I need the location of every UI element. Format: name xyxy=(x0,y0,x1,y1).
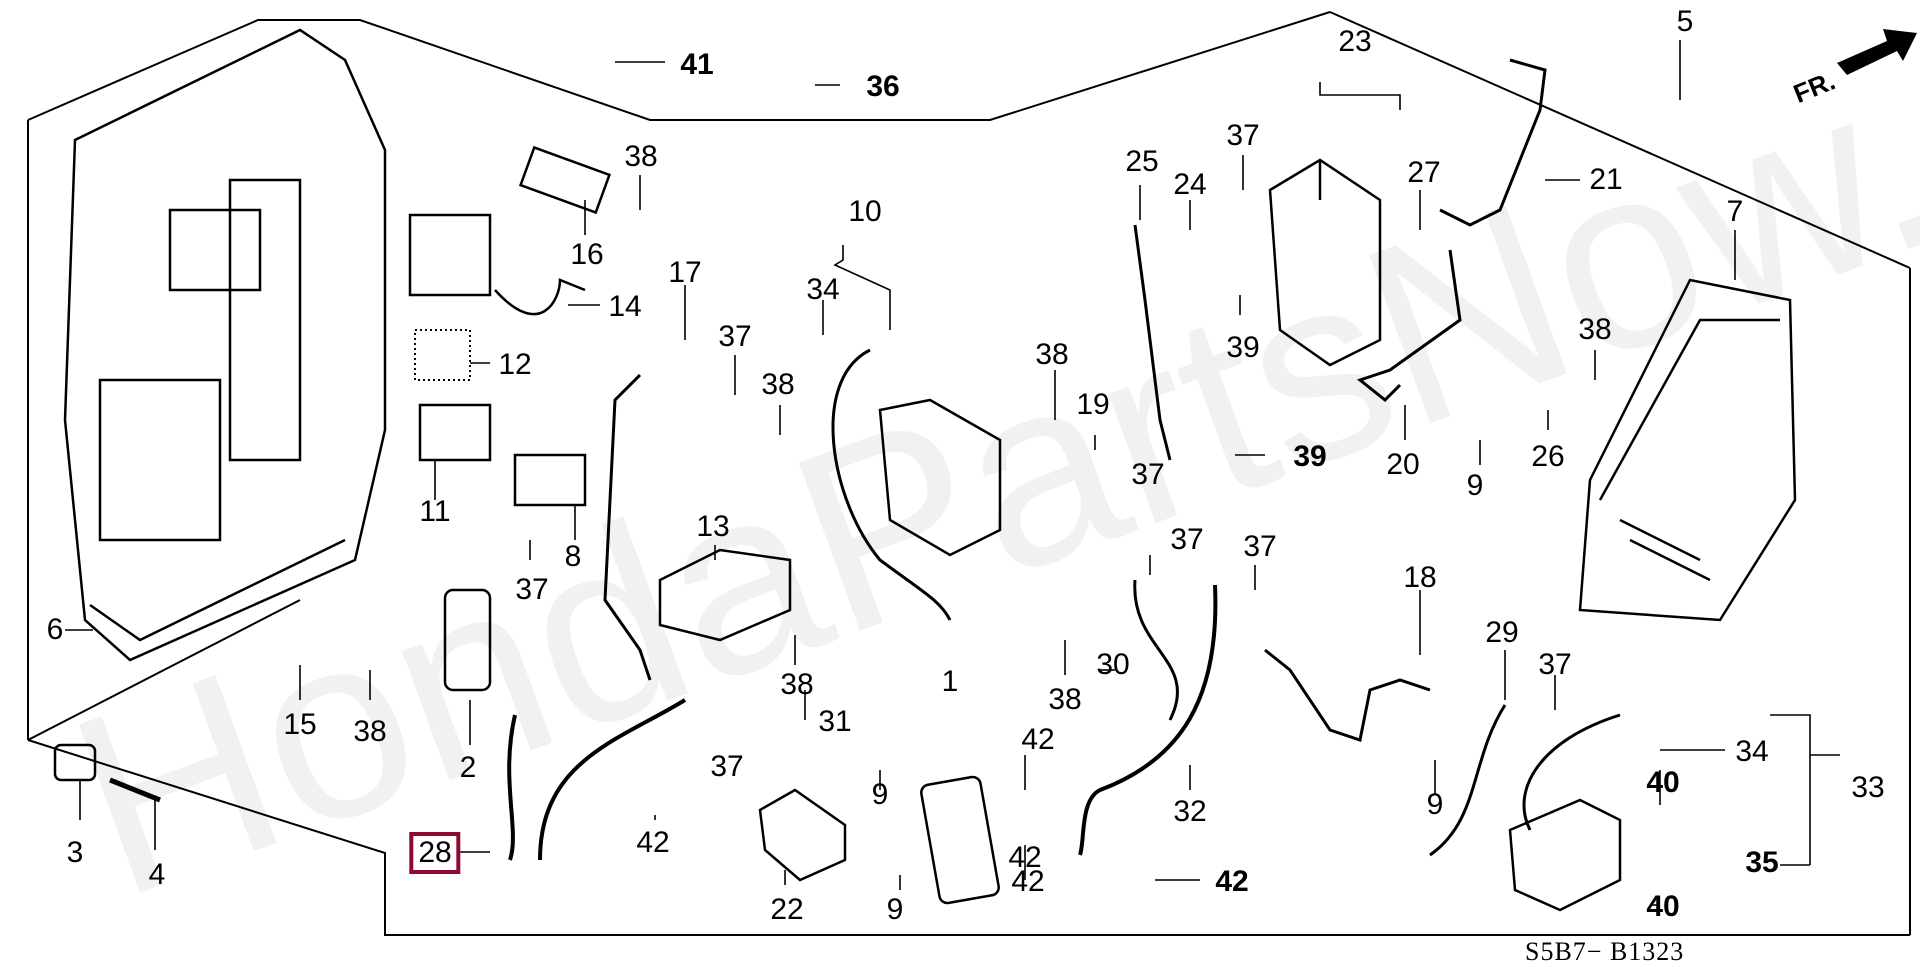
callout-39[interactable]: 39 xyxy=(1226,331,1260,364)
callout-38[interactable]: 38 xyxy=(1035,338,1069,371)
callout-37[interactable]: 37 xyxy=(1131,458,1165,491)
clip-22 xyxy=(758,788,847,882)
callout-30[interactable]: 30 xyxy=(1096,648,1130,681)
relay-8 xyxy=(513,453,587,507)
callout-33[interactable]: 33 xyxy=(1851,771,1885,804)
wire-33 xyxy=(1522,713,1621,831)
bolt-4 xyxy=(109,777,161,803)
callout-9[interactable]: 9 xyxy=(871,778,889,811)
unit-10 xyxy=(878,398,1002,557)
callout-10[interactable]: 10 xyxy=(848,195,882,228)
callout-42[interactable]: 42 xyxy=(1008,841,1042,874)
callout-38[interactable]: 38 xyxy=(624,140,658,173)
fuse-box-body xyxy=(63,28,387,662)
callout-38[interactable]: 38 xyxy=(761,368,795,401)
callout-22[interactable]: 22 xyxy=(770,893,804,926)
front-arrow-icon xyxy=(1837,29,1917,75)
fuse-2 xyxy=(443,588,492,692)
wire-14 xyxy=(494,278,586,316)
cable-30 xyxy=(1133,579,1179,721)
fuse-12 xyxy=(414,329,471,381)
bracket-21 xyxy=(1439,58,1547,227)
callout-28-highlighted[interactable]: 28 xyxy=(409,832,461,874)
callout-40[interactable]: 40 xyxy=(1646,766,1680,799)
callout-38[interactable]: 38 xyxy=(353,715,387,748)
callout-9[interactable]: 9 xyxy=(1426,788,1444,821)
cover-16 xyxy=(518,145,612,215)
leader-lines xyxy=(65,40,1840,906)
callout-13[interactable]: 13 xyxy=(696,510,730,543)
callout-25[interactable]: 25 xyxy=(1125,145,1159,178)
bracket-18 xyxy=(1264,648,1431,742)
unit-33 xyxy=(1508,798,1622,912)
callout-16[interactable]: 16 xyxy=(570,238,604,271)
callout-38[interactable]: 38 xyxy=(780,668,814,701)
callout-38[interactable]: 38 xyxy=(1578,313,1612,346)
callout-36[interactable]: 36 xyxy=(866,70,900,103)
unit-23 xyxy=(1268,158,1382,367)
callout-1[interactable]: 1 xyxy=(941,665,959,698)
callout-6[interactable]: 6 xyxy=(46,613,64,646)
callout-19[interactable]: 19 xyxy=(1076,388,1110,421)
cable-28 xyxy=(507,698,687,861)
callout-15[interactable]: 15 xyxy=(283,708,317,741)
callout-42[interactable]: 42 xyxy=(636,826,670,859)
callout-5[interactable]: 5 xyxy=(1676,5,1694,38)
callout-42[interactable]: 42 xyxy=(1021,723,1055,756)
callout-20[interactable]: 20 xyxy=(1386,448,1420,481)
harness-10 xyxy=(831,348,952,621)
callout-31[interactable]: 31 xyxy=(818,705,852,738)
strap-25 xyxy=(1133,224,1172,461)
callout-41[interactable]: 41 xyxy=(680,48,714,81)
callout-34[interactable]: 34 xyxy=(806,273,840,306)
callout-37[interactable]: 37 xyxy=(515,573,549,606)
callout-21[interactable]: 21 xyxy=(1589,163,1623,196)
relay-box-7 xyxy=(1578,278,1797,622)
callout-8[interactable]: 8 xyxy=(564,540,582,573)
callout-23[interactable]: 23 xyxy=(1338,25,1372,58)
callout-2[interactable]: 2 xyxy=(459,751,477,784)
callout-4[interactable]: 4 xyxy=(148,858,166,891)
cable-29 xyxy=(1429,704,1507,857)
callout-35[interactable]: 35 xyxy=(1745,846,1779,879)
bracket-17 xyxy=(603,373,652,681)
callout-14[interactable]: 14 xyxy=(608,290,642,323)
spacer-3 xyxy=(53,743,97,782)
callout-38[interactable]: 38 xyxy=(1048,683,1082,716)
callout-37[interactable]: 37 xyxy=(1538,648,1572,681)
callout-12[interactable]: 12 xyxy=(498,348,532,381)
callout-17[interactable]: 17 xyxy=(668,256,702,289)
callout-42[interactable]: 42 xyxy=(1011,865,1045,898)
fuse-1 xyxy=(920,775,1000,905)
callout-26[interactable]: 26 xyxy=(1531,440,1565,473)
callout-37[interactable]: 37 xyxy=(710,750,744,783)
callout-9[interactable]: 9 xyxy=(886,893,904,926)
callout-7[interactable]: 7 xyxy=(1726,195,1744,228)
unit-13 xyxy=(658,548,792,642)
callout-9[interactable]: 9 xyxy=(1466,469,1484,502)
callout-37[interactable]: 37 xyxy=(718,320,752,353)
callout-18[interactable]: 18 xyxy=(1403,561,1437,594)
callout-40[interactable]: 40 xyxy=(1646,890,1680,923)
callout-37[interactable]: 37 xyxy=(1226,119,1260,152)
callout-39[interactable]: 39 xyxy=(1293,440,1327,473)
unit-14-box xyxy=(408,213,492,297)
callout-42[interactable]: 42 xyxy=(1215,865,1249,898)
callout-34[interactable]: 34 xyxy=(1735,735,1769,768)
bracket-20 xyxy=(1356,249,1462,403)
drawing-code: S5B7− B1323 xyxy=(1525,937,1685,966)
callout-27[interactable]: 27 xyxy=(1407,156,1441,189)
callout-3[interactable]: 3 xyxy=(66,836,84,869)
relay-11 xyxy=(418,403,492,462)
callout-24[interactable]: 24 xyxy=(1173,168,1207,201)
assembly-frame xyxy=(27,11,1911,936)
callout-37[interactable]: 37 xyxy=(1170,523,1204,556)
callout-11[interactable]: 11 xyxy=(419,495,451,528)
callout-29[interactable]: 29 xyxy=(1485,616,1519,649)
callout-37[interactable]: 37 xyxy=(1243,530,1277,563)
callout-32[interactable]: 32 xyxy=(1173,795,1207,828)
cable-32 xyxy=(1078,584,1218,856)
